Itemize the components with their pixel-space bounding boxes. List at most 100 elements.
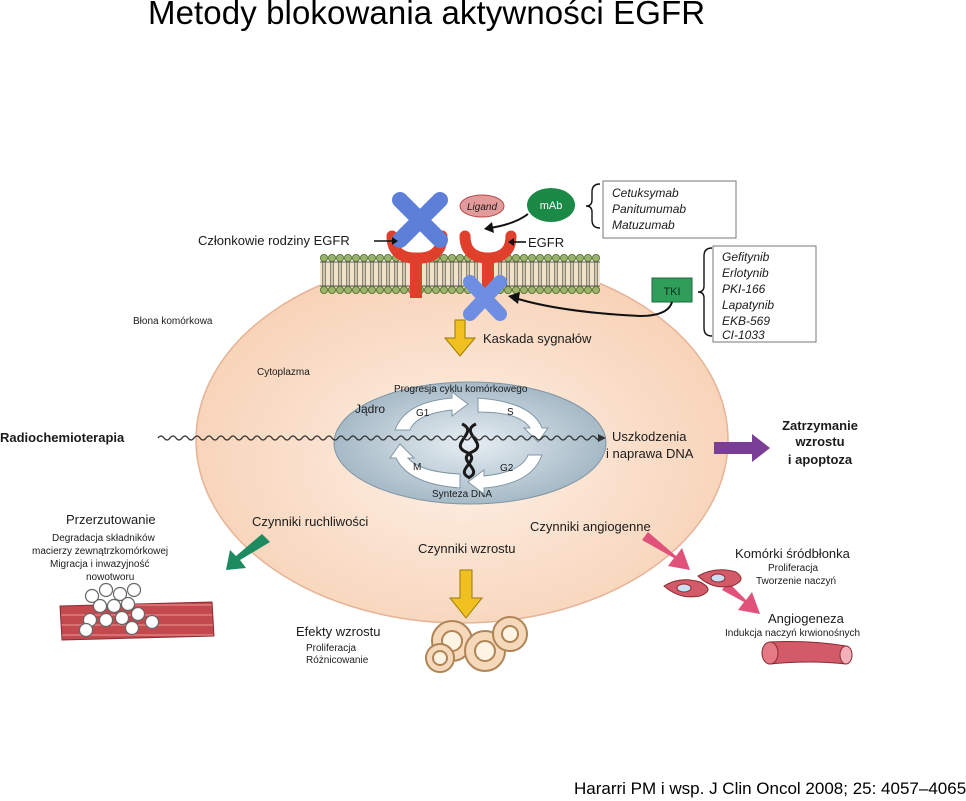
lipid-head-bottom [455, 285, 464, 294]
metastatic-cell [106, 598, 122, 614]
metastatic-cell [84, 588, 100, 604]
angiogenesis-line: Indukcja naczyń krwionośnych [725, 628, 860, 639]
radiation-wave [157, 435, 603, 441]
lipid-head-top [584, 253, 593, 262]
lipid-tail [362, 262, 366, 286]
lipid-head-bottom [319, 285, 328, 294]
lipid-head-bottom [503, 285, 512, 294]
blood-vessel [761, 641, 853, 665]
dna-damage-line2: i naprawa DNA [606, 446, 694, 461]
growth-effects-line-2: Różnicowanie [306, 655, 369, 666]
lipid-tail [338, 262, 342, 286]
cell-membrane [319, 253, 601, 294]
ligand-shape [459, 194, 505, 218]
arrest-line2: wzrostu [794, 434, 844, 449]
egfr-label: EGFR [528, 235, 564, 250]
lipid-head-bottom [383, 285, 392, 294]
cascade-arrow [443, 319, 477, 357]
metastasis-line-4: nowotworu [86, 572, 134, 583]
growth-arrow [448, 569, 484, 619]
apoptosis-arrow [714, 434, 770, 462]
lipid-tail [322, 262, 326, 286]
lipid-tail [458, 262, 462, 286]
lipid-tail [514, 262, 518, 286]
tki-drug-box [712, 245, 817, 343]
tki-drug-3: PKI-166 [722, 282, 766, 296]
lipid-head-top [383, 253, 392, 262]
lipid-head-bottom [560, 285, 569, 294]
cell-cycle [389, 391, 549, 495]
citation: Hararri PM i wsp. J Clin Oncol 2008; 25:… [574, 779, 966, 798]
lipid-head-top [552, 253, 561, 262]
lipid-head-bottom [391, 285, 400, 294]
metastatic-cell [124, 620, 140, 636]
lipid-tail [522, 262, 526, 286]
metastasis-line-3: Migracja i inwazyjność [50, 559, 149, 570]
tki-label: TKI [663, 286, 680, 298]
mab-drug-1: Cetuksymab [612, 186, 679, 200]
lipid-head-bottom [343, 285, 352, 294]
lipid-head-bottom [431, 285, 440, 294]
vessel-wall-with-cells [59, 582, 215, 641]
metastatic-cell [92, 598, 108, 614]
mab-shape [527, 188, 575, 222]
lipid-tail [402, 262, 406, 286]
mab-bracket [585, 183, 601, 229]
lipid-head-top [351, 253, 360, 262]
lipid-tail [354, 262, 358, 286]
lipid-head-top [560, 253, 569, 262]
cytoplasm-label: Cytoplazma [257, 367, 310, 378]
lipid-head-top [544, 253, 553, 262]
metastatic-cell [98, 612, 114, 628]
mab-drug-box [602, 180, 737, 239]
egfr-family-label: Członkowie rodziny EGFR [198, 233, 350, 248]
lipid-head-bottom [447, 285, 456, 294]
nucleus-label: Jądro [355, 402, 385, 416]
lipid-head-top [536, 253, 545, 262]
lipid-head-top [447, 253, 456, 262]
phase-s: S [507, 407, 514, 418]
lipid-head-bottom [327, 285, 336, 294]
lipid-head-bottom [592, 285, 601, 294]
cascade-label: Kaskada sygnałów [483, 331, 592, 346]
arrest-line1: Zatrzymanie [782, 418, 858, 433]
lipid-head-bottom [423, 285, 432, 294]
lipid-tail [546, 262, 550, 286]
tki-drug-6: CI-1033 [722, 328, 765, 342]
lipid-tail [538, 262, 542, 286]
lipid-head-bottom [399, 285, 408, 294]
membrane-label: Błona komórkowa [133, 316, 213, 327]
mab-arrow [489, 213, 529, 229]
proliferating-cells [425, 616, 528, 673]
endothelial-line-2: Tworzenie naczyń [756, 576, 836, 587]
lipid-tail [578, 262, 582, 286]
tki-drug-1: Gefitynib [722, 250, 770, 264]
lipid-head-bottom [375, 285, 384, 294]
tki-drug-4: Lapatynib [722, 298, 774, 312]
metastatic-cell [98, 582, 114, 598]
mab-drug-3: Matuzumab [612, 218, 675, 232]
lipid-head-top [359, 253, 368, 262]
lipid-head-bottom [544, 285, 553, 294]
lipid-head-top [520, 253, 529, 262]
lipid-head-bottom [552, 285, 561, 294]
lipid-tail [370, 262, 374, 286]
lipid-tail [378, 262, 382, 286]
lipid-head-top [528, 253, 537, 262]
metastatic-cell [144, 614, 160, 630]
metastatic-cell [120, 596, 136, 612]
endothelial-line-1: Proliferacja [768, 563, 818, 574]
metastasis-arrow [226, 534, 270, 570]
lipid-tail [570, 262, 574, 286]
lipid-head-bottom [520, 285, 529, 294]
lipid-head-bottom [528, 285, 537, 294]
tki-box [651, 277, 693, 303]
growth-factors-label: Czynniki wzrostu [418, 541, 516, 556]
lipid-head-top [375, 253, 384, 262]
nucleus [333, 381, 607, 505]
lipid-head-bottom [359, 285, 368, 294]
lipid-tail [554, 262, 558, 286]
mab-label: mAb [540, 200, 563, 212]
lipid-head-top [512, 253, 521, 262]
